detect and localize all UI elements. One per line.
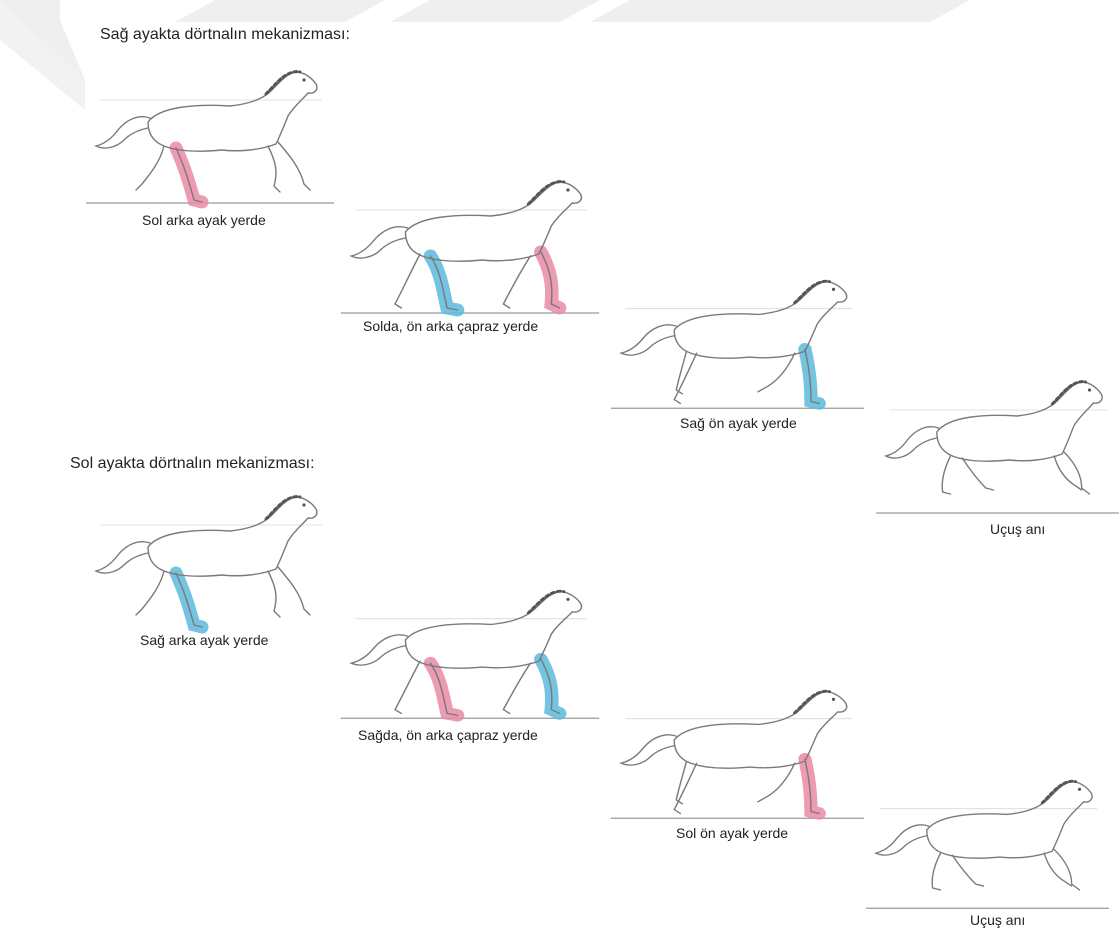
section-title-left-lead: Sol ayakta dörtnalın mekanizması: (70, 455, 315, 473)
horse-illustration (345, 580, 595, 725)
caption-left-2: Sağda, ön arka çapraz yerde (358, 727, 538, 743)
horse-illustration (345, 170, 595, 320)
horse-illustration (90, 485, 330, 635)
gallop-frame-right-3 (615, 270, 860, 415)
gallop-frame-right-1 (90, 60, 330, 210)
horse-illustration (615, 680, 860, 825)
caption-right-3: Sağ ön ayak yerde (680, 415, 797, 431)
caption-right-1: Sol arka ayak yerde (142, 212, 266, 228)
caption-left-1: Sağ arka ayak yerde (140, 632, 268, 648)
gallop-frame-right-4 (880, 370, 1115, 520)
horse-illustration (870, 770, 1105, 915)
caption-right-4: Uçuş anı (990, 521, 1045, 537)
horse-illustration (90, 60, 330, 210)
caption-left-3: Sol ön ayak yerde (676, 825, 788, 841)
caption-left-4: Uçuş anı (970, 912, 1025, 928)
gallop-frame-left-1 (90, 485, 330, 635)
horse-illustration (880, 370, 1115, 520)
caption-right-2: Solda, ön arka çapraz yerde (363, 318, 538, 334)
section-title-right-lead: Sağ ayakta dörtnalın mekanizması: (100, 26, 350, 44)
gallop-frame-left-4 (870, 770, 1105, 915)
gallop-frame-right-2 (345, 170, 595, 320)
gallop-frame-left-2 (345, 580, 595, 725)
horse-illustration (615, 270, 860, 415)
gallop-frame-left-3 (615, 680, 860, 825)
